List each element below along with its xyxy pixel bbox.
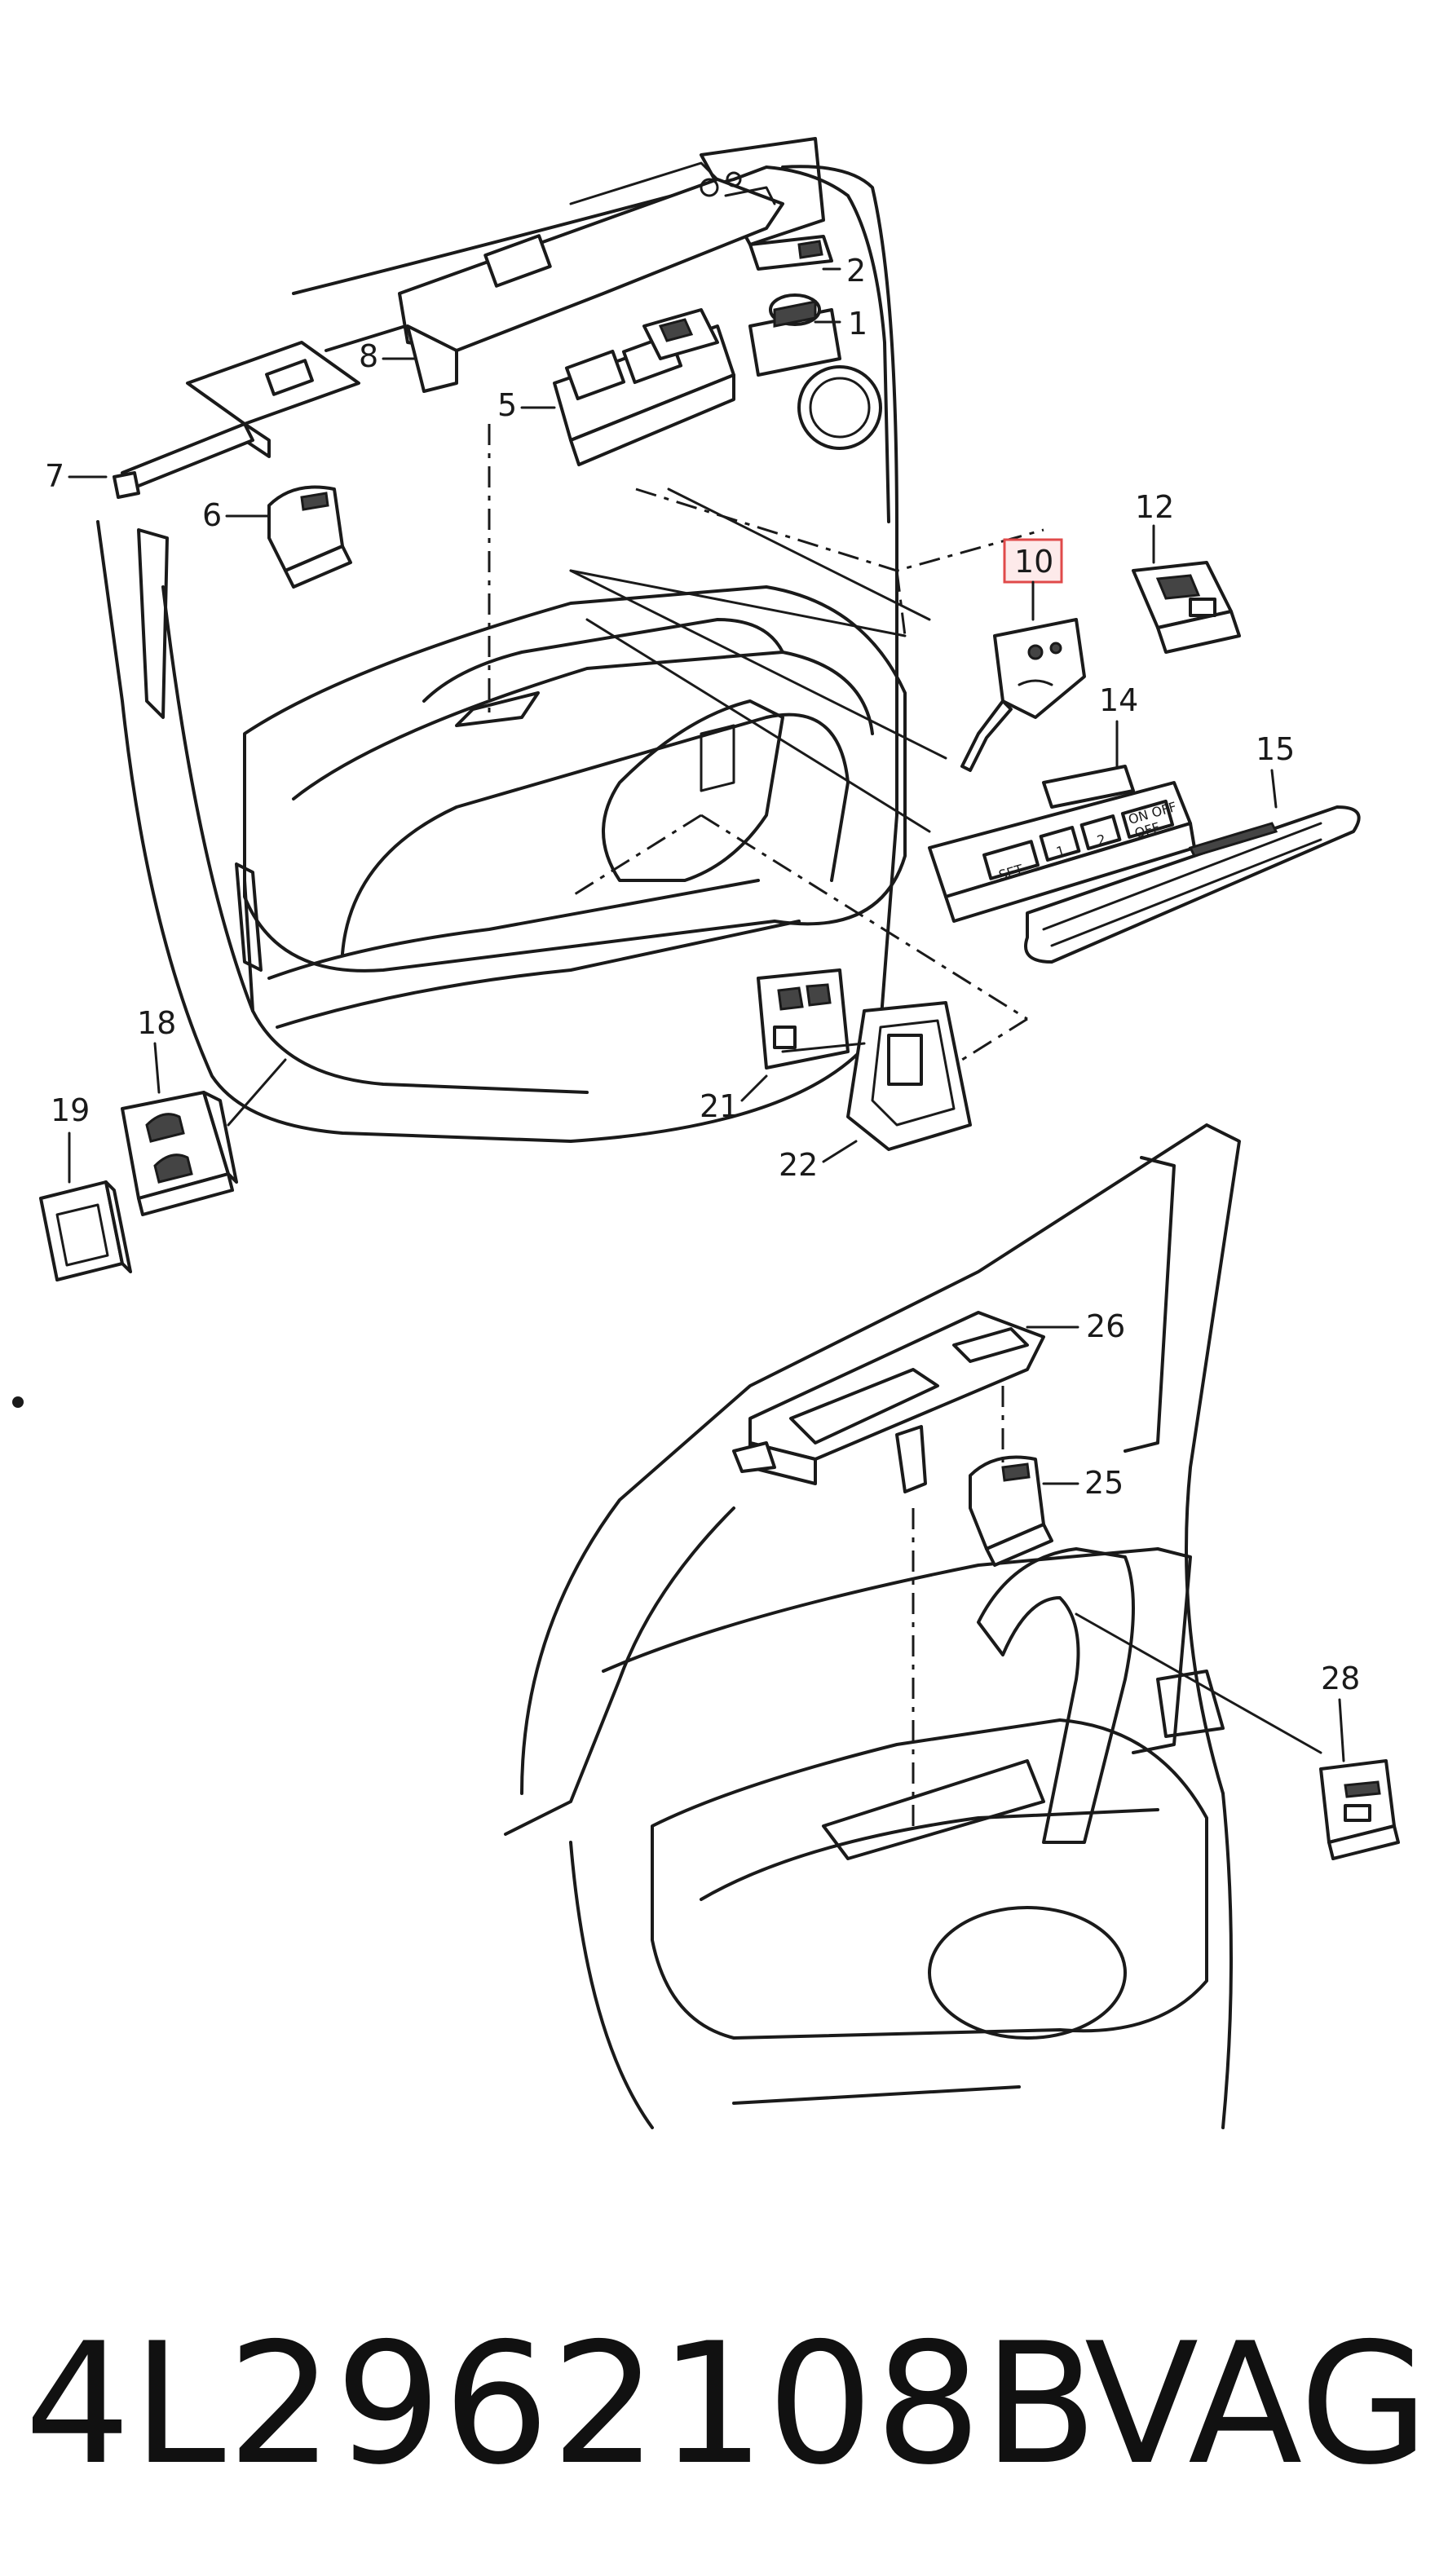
part-5-window-switch (553, 308, 735, 466)
part-14-memory-buttons: SET 1 2 ON OFF OFF (928, 765, 1196, 923)
stray-mark (12, 1396, 24, 1408)
part-25-switch (969, 1455, 1053, 1567)
lower-leader-lines (912, 1386, 1322, 1834)
front-door-outline (96, 137, 907, 1143)
callout-labels: 1 2 5 7 6 8 10 12 14 15 18 19 21 22 26 2… (45, 253, 1360, 1762)
callout-25: 25 (1084, 1465, 1124, 1501)
button-1-label: 1 (1054, 843, 1066, 860)
part-2-clip (748, 235, 833, 271)
callout-5: 5 (497, 387, 517, 423)
callout-26: 26 (1086, 1308, 1125, 1344)
brand-name: VAG (1084, 2308, 1429, 2502)
callout-19: 19 (51, 1092, 90, 1128)
callout-22: 22 (779, 1147, 818, 1183)
part-6-switch (267, 485, 352, 589)
part-28-switch (1319, 1759, 1400, 1860)
callout-7: 7 (45, 458, 64, 494)
callout-8: 8 (359, 338, 378, 374)
part-10-remote-key (960, 618, 1086, 772)
part-26-bezel (732, 1311, 1045, 1493)
callout-2: 2 (846, 253, 866, 289)
callout-14: 14 (1099, 682, 1138, 718)
callout-1: 1 (848, 306, 867, 342)
part-22-switch-frame (846, 1001, 972, 1151)
part-1-mirror-knob (748, 293, 841, 377)
callout-21: 21 (700, 1088, 739, 1124)
part-21-switch (757, 968, 850, 1070)
part-12-switch (1132, 561, 1241, 654)
callout-12: 12 (1135, 489, 1174, 525)
part-15-trim (1024, 805, 1361, 964)
part-8-switch-bezel (398, 161, 784, 393)
part-number: 4L2962108B (24, 2308, 1100, 2502)
part-19-bezel (39, 1180, 132, 1281)
callout-15: 15 (1256, 731, 1295, 767)
rear-door-outline (504, 1123, 1241, 2129)
callout-10: 10 (1014, 544, 1053, 580)
callout-10-highlight (1003, 538, 1063, 584)
button-2-label: 2 (1095, 831, 1107, 849)
callout-6: 6 (202, 497, 222, 533)
part-18-switch (121, 1091, 238, 1216)
exploded-parts-diagram: SET 1 2 ON OFF OFF (12, 137, 1400, 2129)
callout-18: 18 (137, 1005, 176, 1041)
callout-28: 28 (1321, 1661, 1360, 1696)
part-7-trim-strip (113, 341, 360, 499)
upper-leader-lines (227, 424, 1044, 1127)
